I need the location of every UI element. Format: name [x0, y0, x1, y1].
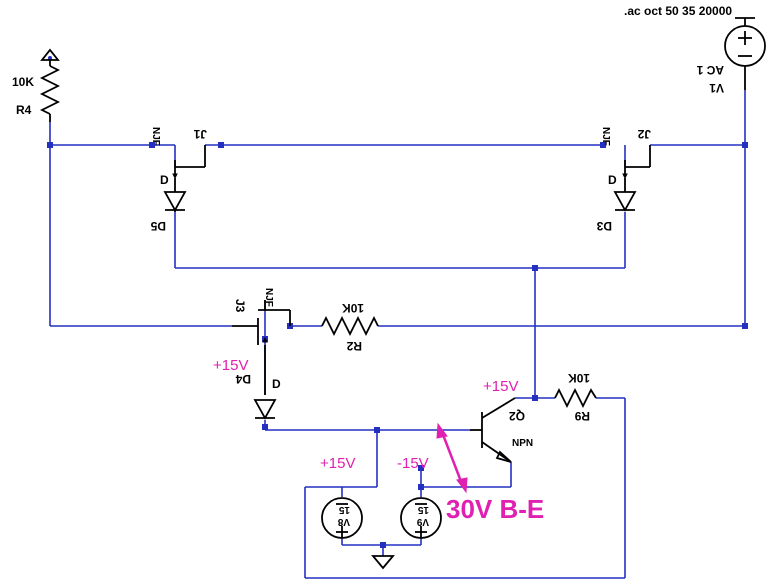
dc-source-v8[interactable]: 15 V8	[321, 497, 363, 539]
r9-name: R9	[574, 409, 590, 423]
q2-name: Q2	[509, 409, 525, 423]
v9-value: 15	[417, 504, 429, 515]
v8-name: V8	[337, 516, 350, 527]
annotation-plus15-j3: +15V	[213, 357, 248, 374]
v8-value: 15	[338, 504, 350, 515]
spice-directive[interactable]: .ac oct 50 35 20000	[624, 4, 732, 18]
d5-model: D	[160, 173, 169, 187]
ac-source-v1[interactable]: AC 1 V1	[696, 17, 766, 95]
v1-name: V1	[709, 81, 724, 95]
annotation-be-voltage: 30V B-E	[446, 494, 544, 524]
wires	[49, 90, 746, 579]
resistor-r4[interactable]: 10K R4	[12, 48, 61, 122]
annotations: +15V +15V +15V -15V 30V B-E	[213, 357, 544, 524]
j2-model: NJF	[600, 127, 611, 146]
jfet-j3[interactable]: J3 NJF	[232, 288, 291, 345]
v1-spec: AC 1	[696, 63, 724, 77]
junctions	[47, 142, 748, 548]
diode-d5[interactable]: D D5	[150, 173, 187, 233]
r4-name: R4	[16, 103, 32, 117]
jfet-j2[interactable]: NJF J2	[600, 127, 651, 180]
diode-d3[interactable]: D D3	[596, 173, 637, 233]
d5-name: D5	[150, 219, 166, 233]
diode-d4[interactable]: D D4	[235, 345, 281, 420]
d4-name: D4	[235, 372, 251, 386]
be-double-arrow	[436, 422, 468, 494]
r9-value: 10K	[568, 371, 590, 385]
resistor-r2[interactable]: 10K R2	[321, 301, 379, 353]
r2-value: 10K	[342, 301, 364, 315]
q2-model: NPN	[512, 438, 533, 449]
d3-name: D3	[596, 219, 612, 233]
j1-name: J1	[193, 127, 207, 141]
annotation-plus15-q2: +15V	[483, 378, 518, 395]
j1-model: NJF	[150, 127, 161, 146]
r2-name: R2	[346, 339, 362, 353]
jfet-j1[interactable]: NJF J1	[150, 127, 207, 180]
d3-model: D	[608, 173, 617, 187]
j2-name: J2	[637, 127, 651, 141]
dc-source-v9[interactable]: 15 V9	[400, 497, 442, 539]
annotation-plus15-v8: +15V	[320, 455, 355, 472]
npn-transistor-q2[interactable]: Q2 NPN	[470, 397, 533, 463]
resistor-r9[interactable]: 10K R9	[554, 371, 597, 423]
j3-model: NJF	[263, 288, 274, 307]
v9-name: V9	[416, 516, 429, 527]
d4-model: D	[272, 377, 281, 391]
ground-symbol	[371, 555, 395, 570]
r4-value: 10K	[12, 75, 34, 89]
j3-name: J3	[233, 299, 247, 313]
annotation-minus15-v9: -15V	[397, 455, 429, 472]
